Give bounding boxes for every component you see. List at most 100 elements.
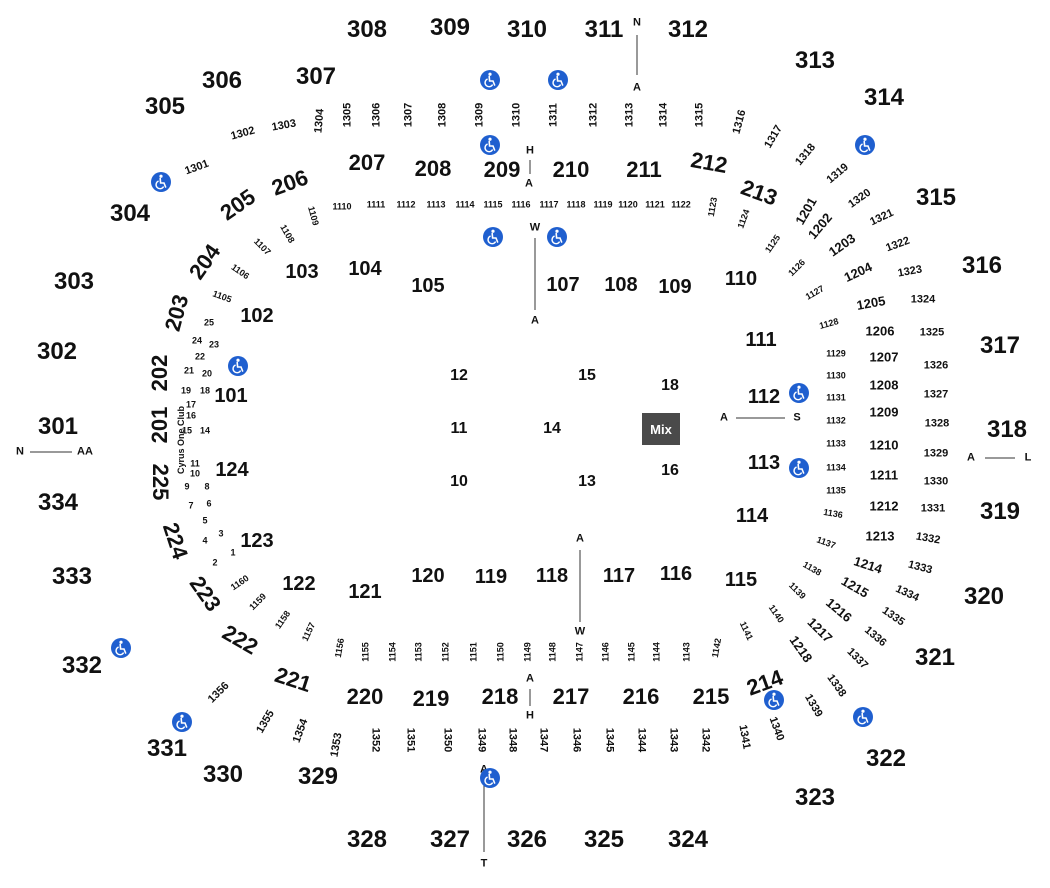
section-215[interactable]: 215 bbox=[692, 684, 730, 709]
suite-1155[interactable]: 1155 bbox=[360, 642, 371, 662]
section-319[interactable]: 319 bbox=[979, 498, 1021, 525]
club-row-16[interactable]: 16 bbox=[185, 410, 197, 421]
suite-1324[interactable]: 1324 bbox=[910, 293, 936, 306]
suite-1134[interactable]: 1134 bbox=[826, 462, 846, 473]
suite-1325[interactable]: 1325 bbox=[919, 326, 945, 339]
suite-1129[interactable]: 1129 bbox=[826, 348, 846, 359]
suite-1330[interactable]: 1330 bbox=[923, 475, 949, 488]
club-row-10[interactable]: 10 bbox=[189, 468, 201, 479]
section-324[interactable]: 324 bbox=[667, 826, 709, 853]
suite-1116[interactable]: 1116 bbox=[511, 199, 531, 210]
floor-section-13[interactable]: 13 bbox=[578, 473, 596, 490]
suite-1350[interactable]: 1350 bbox=[441, 727, 454, 753]
section-123[interactable]: 123 bbox=[240, 530, 274, 552]
section-332[interactable]: 332 bbox=[61, 652, 103, 679]
suite-1327[interactable]: 1327 bbox=[923, 388, 949, 401]
suite-1328[interactable]: 1328 bbox=[924, 417, 950, 430]
section-207[interactable]: 207 bbox=[348, 150, 386, 175]
suite-1131[interactable]: 1131 bbox=[826, 392, 846, 403]
section-328[interactable]: 328 bbox=[346, 826, 388, 853]
section-310[interactable]: 310 bbox=[506, 16, 548, 43]
section-120[interactable]: 120 bbox=[411, 565, 445, 587]
suite-1309[interactable]: 1309 bbox=[473, 102, 486, 128]
section-122[interactable]: 122 bbox=[282, 573, 316, 595]
section-323[interactable]: 323 bbox=[794, 784, 836, 811]
section-216[interactable]: 216 bbox=[622, 684, 660, 709]
section-311[interactable]: 311 bbox=[584, 16, 624, 43]
suite-1145[interactable]: 1145 bbox=[626, 642, 637, 662]
floor-section-12[interactable]: 12 bbox=[450, 367, 468, 384]
section-113[interactable]: 113 bbox=[747, 452, 781, 474]
club-row-4[interactable]: 4 bbox=[202, 535, 208, 546]
suite-1113[interactable]: 1113 bbox=[426, 199, 446, 210]
section-317[interactable]: 317 bbox=[979, 332, 1021, 359]
club-row-6[interactable]: 6 bbox=[206, 498, 212, 509]
suite-1329[interactable]: 1329 bbox=[923, 447, 949, 460]
suite-1212[interactable]: 1212 bbox=[869, 498, 899, 514]
suite-1314[interactable]: 1314 bbox=[657, 102, 670, 128]
section-302[interactable]: 302 bbox=[36, 338, 78, 365]
suite-1310[interactable]: 1310 bbox=[510, 102, 523, 128]
section-316[interactable]: 316 bbox=[961, 252, 1003, 279]
suite-1130[interactable]: 1130 bbox=[826, 370, 846, 381]
suite-1352[interactable]: 1352 bbox=[369, 727, 382, 753]
section-334[interactable]: 334 bbox=[37, 489, 79, 516]
suite-1112[interactable]: 1112 bbox=[396, 199, 416, 210]
suite-1326[interactable]: 1326 bbox=[923, 359, 949, 372]
club-row-20[interactable]: 20 bbox=[201, 368, 213, 379]
section-220[interactable]: 220 bbox=[346, 684, 384, 709]
suite-1135[interactable]: 1135 bbox=[826, 485, 846, 496]
floor-section-18[interactable]: 18 bbox=[661, 377, 679, 394]
section-208[interactable]: 208 bbox=[414, 156, 452, 181]
club-row-9[interactable]: 9 bbox=[184, 481, 190, 492]
suite-1133[interactable]: 1133 bbox=[826, 438, 846, 449]
club-row-24[interactable]: 24 bbox=[191, 335, 203, 346]
suite-1151[interactable]: 1151 bbox=[468, 642, 479, 662]
section-218[interactable]: 218 bbox=[481, 684, 519, 709]
suite-1331[interactable]: 1331 bbox=[920, 502, 946, 515]
club-row-25[interactable]: 25 bbox=[203, 317, 215, 328]
suite-1111[interactable]: 1111 bbox=[366, 199, 386, 210]
suite-1347[interactable]: 1347 bbox=[537, 727, 550, 753]
suite-1207[interactable]: 1207 bbox=[869, 349, 899, 365]
club-row-14[interactable]: 14 bbox=[199, 425, 211, 436]
section-307[interactable]: 307 bbox=[295, 63, 337, 90]
suite-1206[interactable]: 1206 bbox=[865, 323, 895, 339]
suite-1146[interactable]: 1146 bbox=[600, 642, 611, 662]
section-309[interactable]: 309 bbox=[429, 14, 471, 41]
suite-1148[interactable]: 1148 bbox=[547, 642, 558, 662]
club-row-2[interactable]: 2 bbox=[212, 557, 218, 568]
section-330[interactable]: 330 bbox=[202, 761, 244, 788]
suite-1154[interactable]: 1154 bbox=[387, 642, 398, 662]
section-124[interactable]: 124 bbox=[215, 459, 249, 481]
suite-1213[interactable]: 1213 bbox=[865, 528, 895, 544]
section-101[interactable]: 101 bbox=[214, 385, 248, 407]
suite-1311[interactable]: 1311 bbox=[547, 103, 560, 127]
section-115[interactable]: 115 bbox=[724, 569, 758, 591]
section-109[interactable]: 109 bbox=[658, 276, 692, 298]
section-211[interactable]: 211 bbox=[626, 157, 662, 182]
suite-1121[interactable]: 1121 bbox=[645, 199, 665, 210]
suite-1351[interactable]: 1351 bbox=[404, 727, 417, 753]
section-105[interactable]: 105 bbox=[411, 275, 445, 297]
section-117[interactable]: 117 bbox=[602, 565, 636, 587]
section-320[interactable]: 320 bbox=[963, 583, 1005, 610]
suite-1147[interactable]: 1147 bbox=[574, 642, 585, 662]
club-row-5[interactable]: 5 bbox=[202, 515, 208, 526]
section-108[interactable]: 108 bbox=[604, 274, 638, 296]
suite-1345[interactable]: 1345 bbox=[603, 727, 616, 753]
suite-1348[interactable]: 1348 bbox=[506, 727, 519, 753]
suite-1132[interactable]: 1132 bbox=[826, 415, 846, 426]
section-212[interactable]: 212 bbox=[688, 147, 730, 179]
section-217[interactable]: 217 bbox=[552, 684, 590, 709]
floor-section-10[interactable]: 10 bbox=[450, 473, 468, 490]
section-104[interactable]: 104 bbox=[348, 258, 382, 280]
club-row-19[interactable]: 19 bbox=[180, 385, 192, 396]
section-119[interactable]: 119 bbox=[474, 566, 508, 588]
floor-section-16[interactable]: 16 bbox=[661, 462, 679, 479]
section-305[interactable]: 305 bbox=[144, 93, 186, 120]
section-326[interactable]: 326 bbox=[506, 826, 548, 853]
suite-1306[interactable]: 1306 bbox=[370, 102, 383, 128]
section-111[interactable]: 111 bbox=[745, 329, 777, 351]
suite-1346[interactable]: 1346 bbox=[570, 727, 583, 753]
